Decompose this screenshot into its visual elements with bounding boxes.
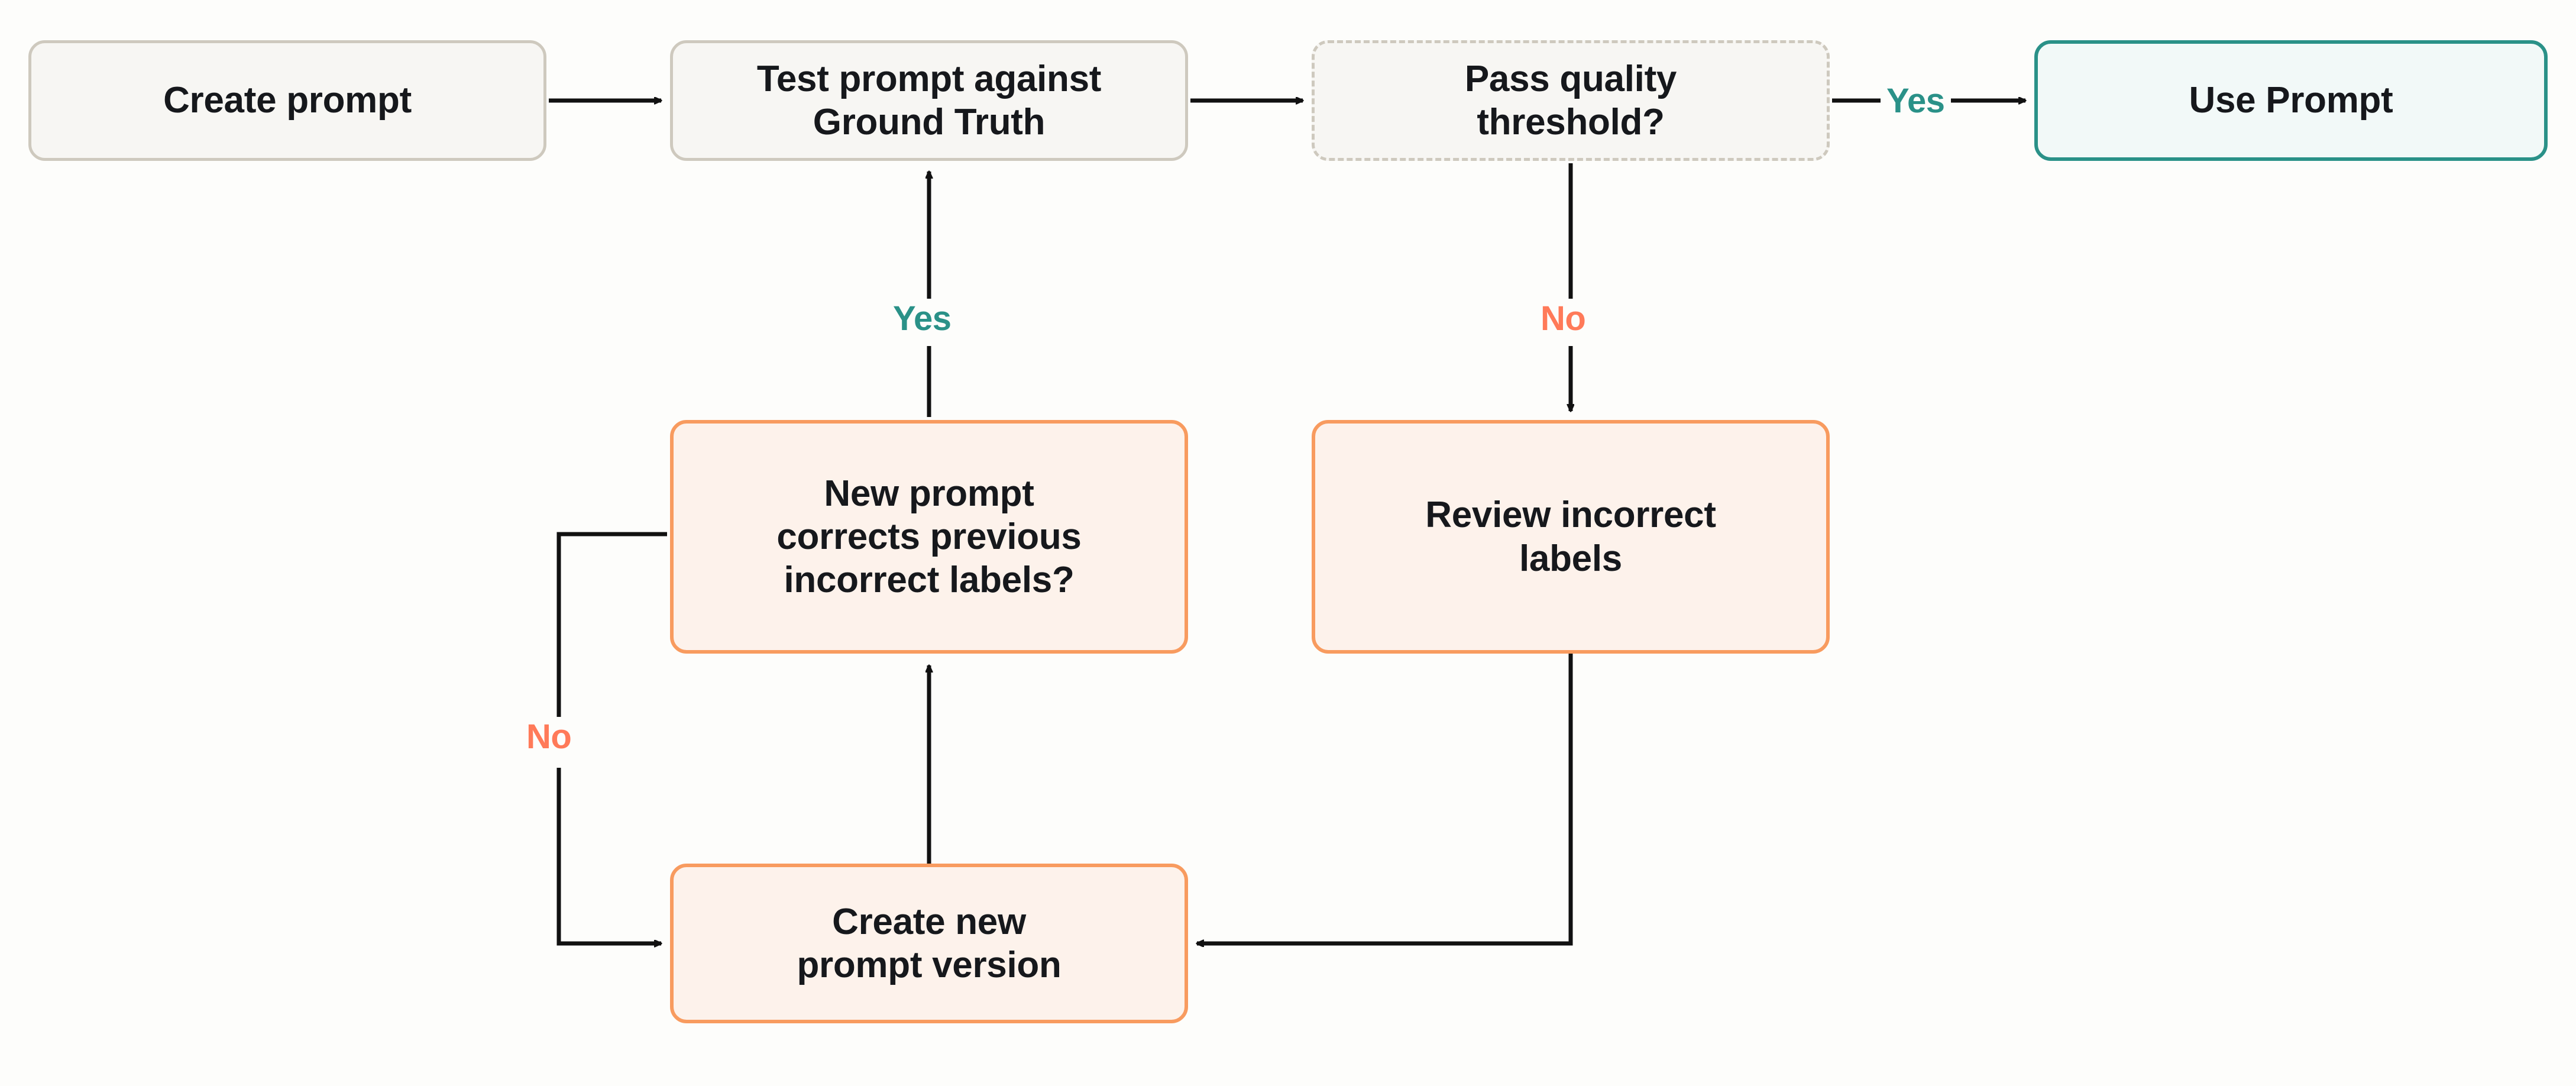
node-use-prompt[interactable]: Use Prompt — [2034, 40, 2548, 161]
node-use-prompt-label: Use Prompt — [2189, 80, 2393, 121]
edge-new-prompt-to-create-new-version-b — [556, 768, 661, 943]
node-new-prompt-corrects-label: New prompt corrects previous incorrect l… — [776, 473, 1082, 601]
node-review-incorrect-labels-label: Review incorrect labels — [1425, 494, 1716, 579]
node-create-new-prompt-version-label: Create new prompt version — [797, 901, 1062, 985]
edge-label-no-review-incorrect: No — [1535, 299, 1592, 338]
node-review-incorrect-labels[interactable]: Review incorrect labels — [1312, 420, 1830, 654]
node-pass-quality-threshold-label: Pass quality threshold? — [1464, 58, 1677, 143]
node-create-prompt-label: Create prompt — [163, 80, 412, 121]
node-create-new-prompt-version[interactable]: Create new prompt version — [670, 864, 1188, 1023]
node-create-prompt[interactable]: Create prompt — [28, 40, 546, 161]
edge-label-yes-use-prompt: Yes — [1881, 81, 1951, 121]
edge-label-yes-test-prompt: Yes — [887, 299, 957, 338]
node-test-prompt-label: Test prompt against Ground Truth — [756, 58, 1102, 143]
edge-new-prompt-to-create-new-version-a — [556, 532, 667, 719]
node-test-prompt[interactable]: Test prompt against Ground Truth — [670, 40, 1188, 161]
node-new-prompt-corrects[interactable]: New prompt corrects previous incorrect l… — [670, 420, 1188, 654]
edge-label-no-create-new-version: No — [520, 717, 578, 757]
edge-review-to-create-new-version — [1197, 654, 1573, 943]
node-pass-quality-threshold[interactable]: Pass quality threshold? — [1312, 40, 1830, 161]
